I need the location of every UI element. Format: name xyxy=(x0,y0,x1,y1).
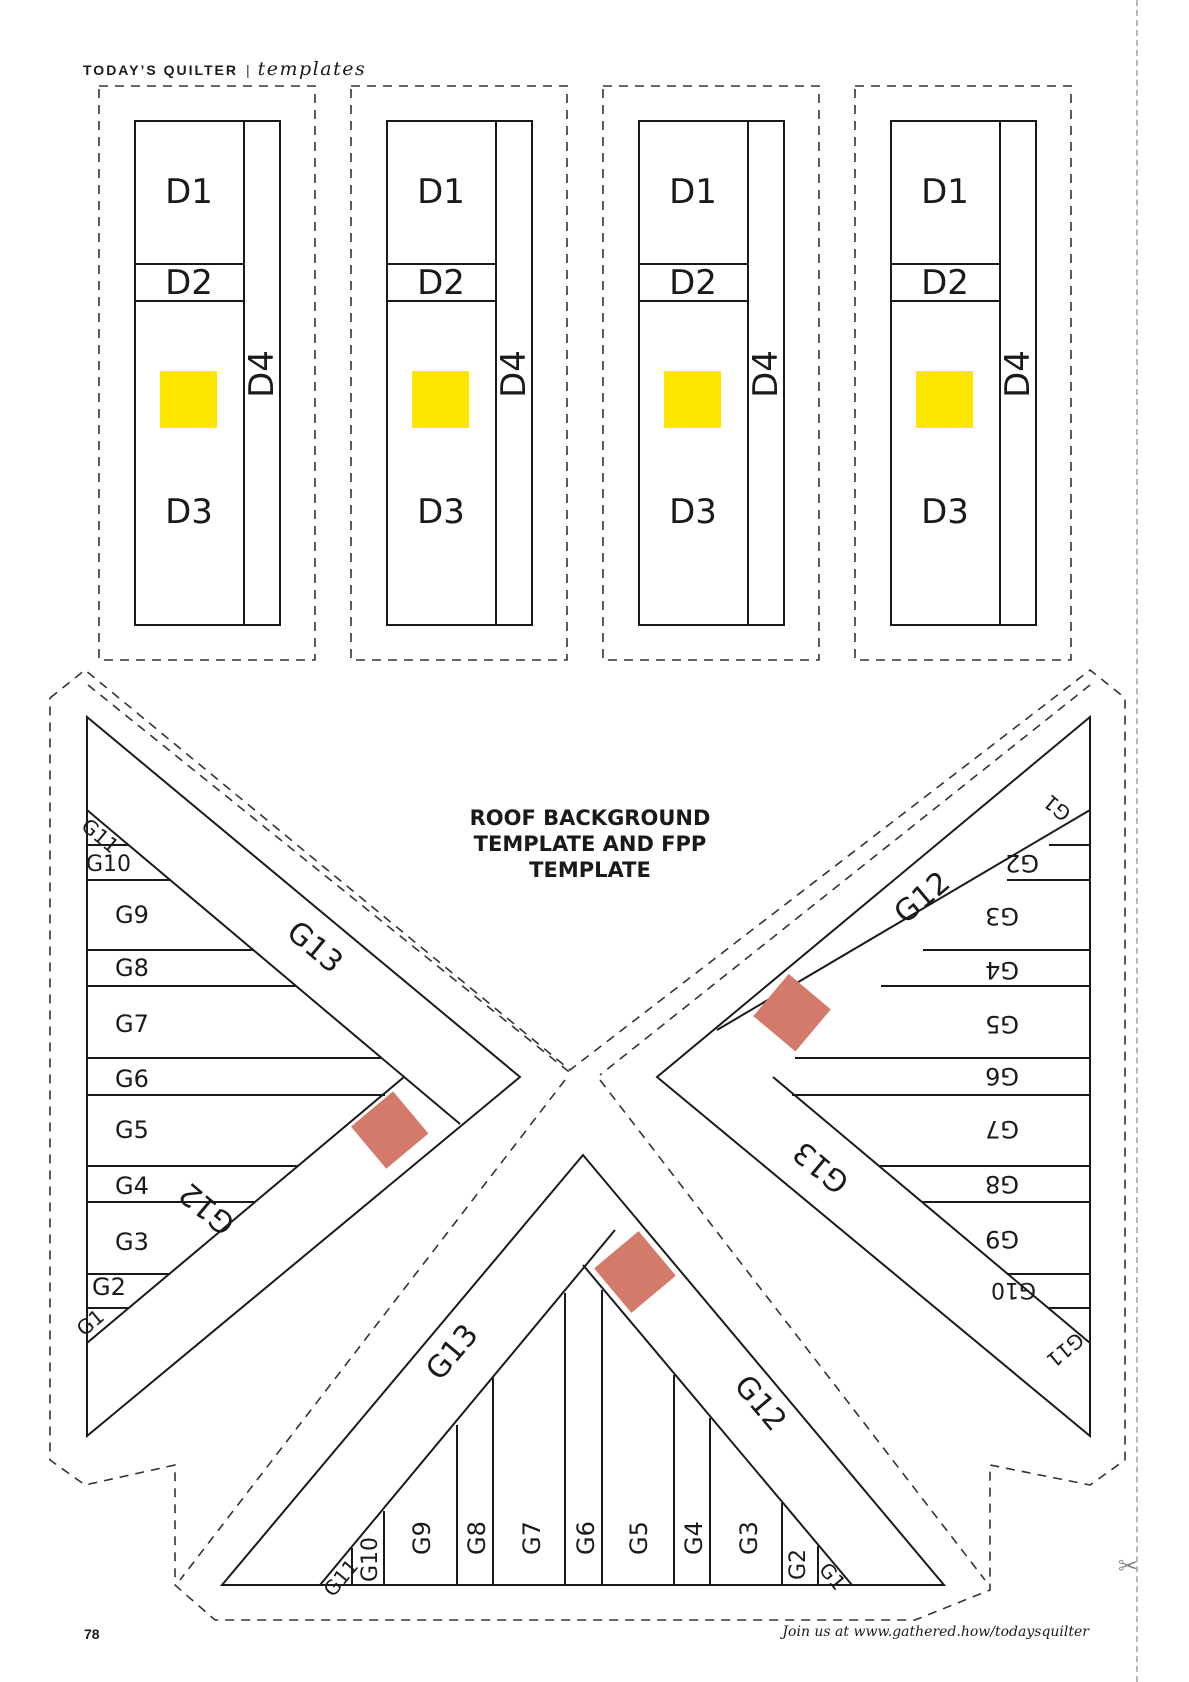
d-outline xyxy=(386,120,533,626)
label-d4: D4 xyxy=(746,350,786,398)
left-roof-triangle xyxy=(86,714,522,1439)
bottom-roof-labels: G11 G10 G9 G8 G7 G6 G5 G4 G3 G2 G1 G13 G… xyxy=(318,1318,850,1602)
bottom-roof-triangle xyxy=(219,1153,947,1586)
bottom-g9: G9 xyxy=(408,1521,436,1555)
left-terracotta-marker xyxy=(350,1091,429,1169)
bottom-g2: G2 xyxy=(786,1549,811,1580)
bottom-g4: G4 xyxy=(680,1521,708,1555)
right-roof-triangle xyxy=(655,714,1091,1439)
label-d2: D2 xyxy=(417,263,465,303)
d-cut-outline xyxy=(350,85,568,661)
left-g8: G8 xyxy=(115,954,149,982)
right-g5: G5 xyxy=(985,1010,1019,1038)
bottom-g13: G13 xyxy=(419,1318,485,1388)
right-g3: G3 xyxy=(985,902,1019,930)
bottom-g12: G12 xyxy=(727,1369,793,1439)
title-line-1: ROOF BACKGROUND xyxy=(469,806,711,830)
page-cut-line xyxy=(1136,0,1138,1682)
label-d1: D1 xyxy=(417,172,465,212)
right-g11: G11 xyxy=(1042,1328,1089,1373)
right-g4: G4 xyxy=(985,956,1019,984)
label-d4: D4 xyxy=(494,350,534,398)
left-g5: G5 xyxy=(115,1116,149,1144)
roof-outer-cut-outline xyxy=(49,668,1126,1621)
footer-website-note: Join us at www.gathered.how/todaysquilte… xyxy=(782,1624,1089,1640)
right-terracotta-marker xyxy=(753,973,831,1052)
inner-dash-bottom-left xyxy=(179,1079,566,1581)
d-outline xyxy=(134,120,281,626)
bottom-g11: G11 xyxy=(318,1554,363,1601)
left-g3: G3 xyxy=(115,1228,149,1256)
roof-template-title: ROOF BACKGROUND TEMPLATE AND FPP TEMPLAT… xyxy=(440,805,740,883)
d-outline xyxy=(638,120,785,626)
d-cut-outline xyxy=(98,85,316,661)
section-name: templates xyxy=(257,58,367,80)
left-g13: G13 xyxy=(280,914,350,980)
bottom-g7: G7 xyxy=(518,1521,546,1555)
yellow-marker xyxy=(160,371,217,428)
left-g7: G7 xyxy=(115,1010,149,1038)
yellow-marker xyxy=(664,371,721,428)
label-d1: D1 xyxy=(165,172,213,212)
bottom-g10: G10 xyxy=(358,1537,383,1582)
left-g10: G10 xyxy=(86,852,131,877)
inner-dash-right xyxy=(599,684,1091,1076)
left-g1: G1 xyxy=(72,1304,109,1341)
right-roof-labels: G1 G2 G3 G4 G5 G6 G7 G8 G9 G10 G11 G12 G… xyxy=(787,790,1089,1373)
label-d3: D3 xyxy=(417,492,465,532)
right-g2: G2 xyxy=(1005,849,1039,877)
left-g6: G6 xyxy=(115,1065,149,1093)
left-g9: G9 xyxy=(115,901,149,929)
right-g7: G7 xyxy=(985,1115,1019,1143)
left-roof-labels: G11 G10 G9 G8 G7 G6 G5 G4 G3 G2 G1 G13 G… xyxy=(72,813,350,1340)
right-g10: G10 xyxy=(991,1277,1036,1302)
d-cut-outline xyxy=(602,85,820,661)
scissors-icon: ✂ xyxy=(1118,1553,1139,1580)
yellow-marker xyxy=(916,371,973,428)
label-d2: D2 xyxy=(165,263,213,303)
right-g6: G6 xyxy=(985,1062,1019,1090)
left-g12: G12 xyxy=(173,1175,243,1241)
label-d1: D1 xyxy=(921,172,969,212)
inner-dash-left xyxy=(87,684,574,1076)
bottom-g5: G5 xyxy=(625,1521,653,1555)
right-g13: G13 xyxy=(787,1134,857,1200)
yellow-marker xyxy=(412,371,469,428)
bottom-g8: G8 xyxy=(463,1521,491,1555)
bottom-g3: G3 xyxy=(735,1521,763,1555)
bottom-g6: G6 xyxy=(572,1521,600,1555)
magazine-brand: TODAY’S QUILTER xyxy=(83,62,238,78)
right-g9: G9 xyxy=(985,1225,1019,1253)
right-g8: G8 xyxy=(985,1170,1019,1198)
left-g2: G2 xyxy=(92,1273,126,1301)
label-d3: D3 xyxy=(669,492,717,532)
d-outline xyxy=(890,120,1037,626)
d-cut-outline xyxy=(854,85,1072,661)
header-separator: | xyxy=(245,62,250,78)
label-d1: D1 xyxy=(669,172,717,212)
title-line-2: TEMPLATE AND FPP xyxy=(473,832,707,856)
running-header: TODAY’S QUILTER | templates xyxy=(83,58,366,88)
label-d4: D4 xyxy=(242,350,282,398)
left-g4: G4 xyxy=(115,1172,149,1200)
title-line-3: TEMPLATE xyxy=(529,858,651,882)
label-d3: D3 xyxy=(921,492,969,532)
label-d3: D3 xyxy=(165,492,213,532)
bottom-terracotta-marker xyxy=(594,1231,676,1313)
label-d4: D4 xyxy=(998,350,1038,398)
page-number: 78 xyxy=(84,1626,100,1642)
bottom-g1: G1 xyxy=(814,1558,851,1595)
right-g12: G12 xyxy=(888,865,958,931)
label-d2: D2 xyxy=(669,263,717,303)
label-d2: D2 xyxy=(921,263,969,303)
